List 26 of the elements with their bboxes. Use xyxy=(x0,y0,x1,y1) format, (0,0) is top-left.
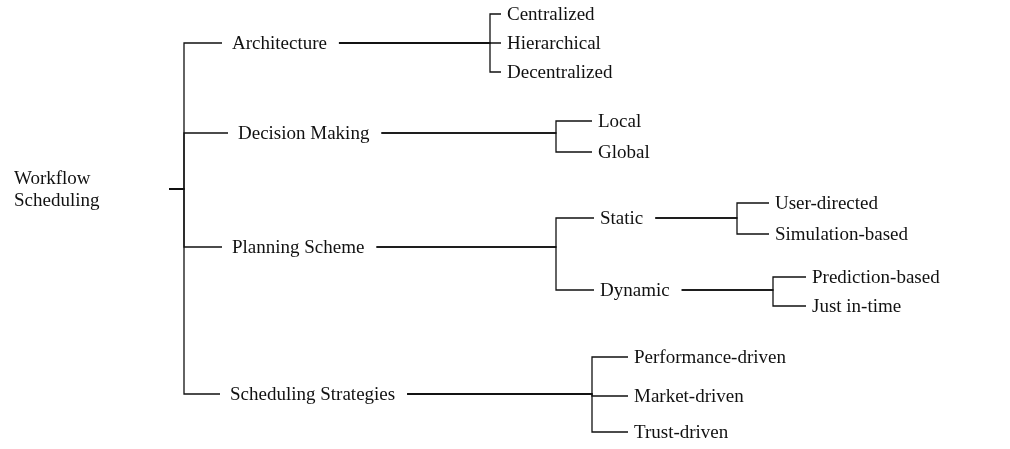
category-label: Global xyxy=(598,141,650,163)
connector-line xyxy=(654,217,770,235)
category-label: Static xyxy=(600,207,644,229)
category-label: Scheduling Strategies xyxy=(230,383,396,405)
category-label: Architecture xyxy=(232,32,327,54)
category-label: Planning Scheme xyxy=(232,236,365,258)
category-label: Local xyxy=(598,110,642,132)
category-label: Prediction-based xyxy=(812,266,940,288)
category-label: Centralized xyxy=(507,3,595,25)
connector-line xyxy=(406,393,629,433)
category-label: Simulation-based xyxy=(775,223,908,245)
connector-line xyxy=(681,289,807,307)
connector-line xyxy=(168,188,221,395)
category-label: Performance-driven xyxy=(634,346,786,368)
category-label: Dynamic xyxy=(600,279,670,301)
category-label: Trust-driven xyxy=(634,421,729,443)
category-label: User-directed xyxy=(775,192,878,214)
category-label: Just in-time xyxy=(812,295,902,317)
category-label: Decentralized xyxy=(507,61,613,83)
connector-line xyxy=(338,42,502,73)
category-label: Market-driven xyxy=(634,385,744,407)
connector-line xyxy=(380,132,593,153)
category-label: Hierarchical xyxy=(507,32,601,54)
category-label: Decision Making xyxy=(238,122,370,144)
connector-line xyxy=(375,246,595,291)
root-label: Workflow Scheduling xyxy=(14,167,154,211)
